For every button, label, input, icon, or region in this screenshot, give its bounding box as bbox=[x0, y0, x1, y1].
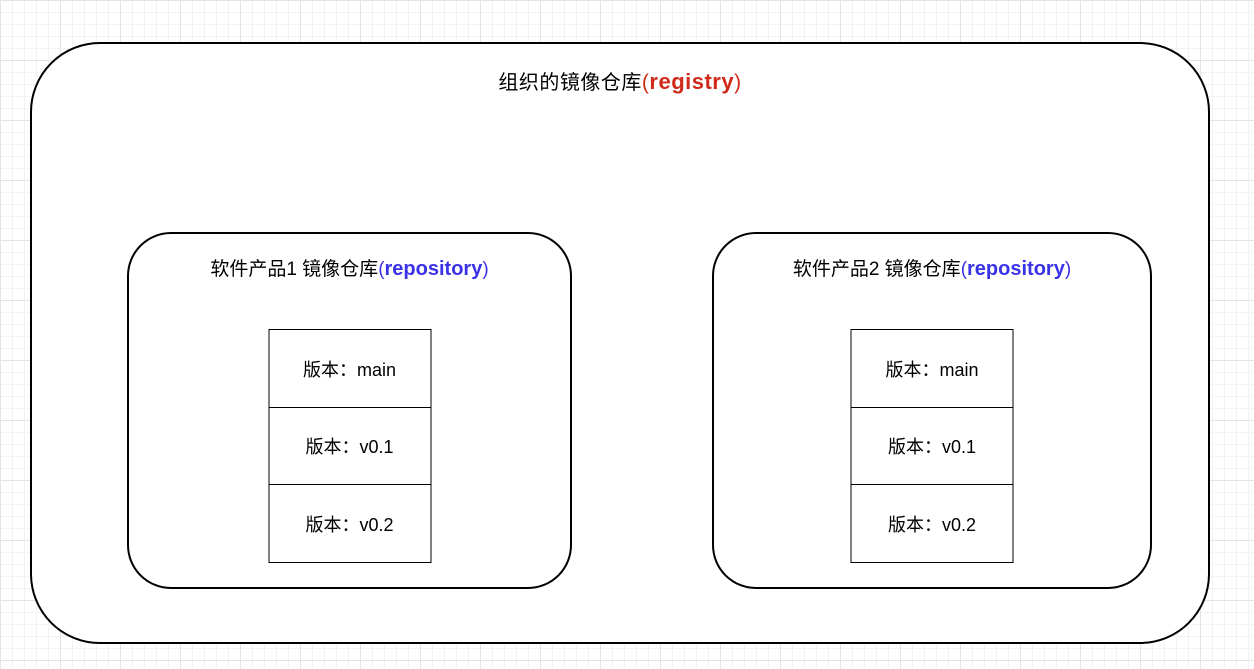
repository-keyword-1: repository bbox=[384, 258, 483, 280]
registry-box: 组织的镜像仓库(registry) 软件产品1 镜像仓库(repository)… bbox=[30, 42, 1210, 644]
repository-paren-close-1: ) bbox=[482, 259, 489, 280]
registry-title-prefix: 组织的镜像仓库 bbox=[498, 72, 642, 94]
repository-title-prefix-2: 软件产品2 镜像仓库 bbox=[792, 259, 961, 280]
version-cell: 版本：v0.2 bbox=[268, 484, 431, 563]
registry-paren-open: ( bbox=[641, 71, 650, 94]
version-cell: 版本：v0.1 bbox=[268, 406, 431, 486]
repository-title-prefix-1: 软件产品1 镜像仓库 bbox=[210, 259, 379, 280]
repository-box-1: 软件产品1 镜像仓库(repository) 版本：main 版本：v0.1 版… bbox=[127, 232, 572, 589]
version-stack-1: 版本：main 版本：v0.1 版本：v0.2 bbox=[268, 329, 431, 563]
repository-box-2: 软件产品2 镜像仓库(repository) 版本：main 版本：v0.1 版… bbox=[712, 232, 1152, 589]
repository-paren-open-2: ( bbox=[960, 259, 968, 280]
repository-title-1: 软件产品1 镜像仓库(repository) bbox=[129, 254, 570, 281]
version-cell: 版本：v0.1 bbox=[850, 406, 1014, 486]
version-cell: 版本：main bbox=[268, 329, 431, 408]
repository-paren-open-1: ( bbox=[378, 259, 385, 280]
repository-paren-close-2: ) bbox=[1064, 259, 1072, 280]
registry-keyword: registry bbox=[649, 69, 735, 94]
version-cell: 版本：main bbox=[850, 329, 1014, 408]
registry-title: 组织的镜像仓库(registry) bbox=[32, 66, 1208, 95]
repository-title-2: 软件产品2 镜像仓库(repository) bbox=[714, 254, 1150, 281]
version-stack-2: 版本：main 版本：v0.1 版本：v0.2 bbox=[850, 329, 1014, 563]
registry-paren-close: ) bbox=[734, 71, 742, 94]
repository-keyword-2: repository bbox=[967, 258, 1065, 280]
version-cell: 版本：v0.2 bbox=[850, 484, 1014, 563]
